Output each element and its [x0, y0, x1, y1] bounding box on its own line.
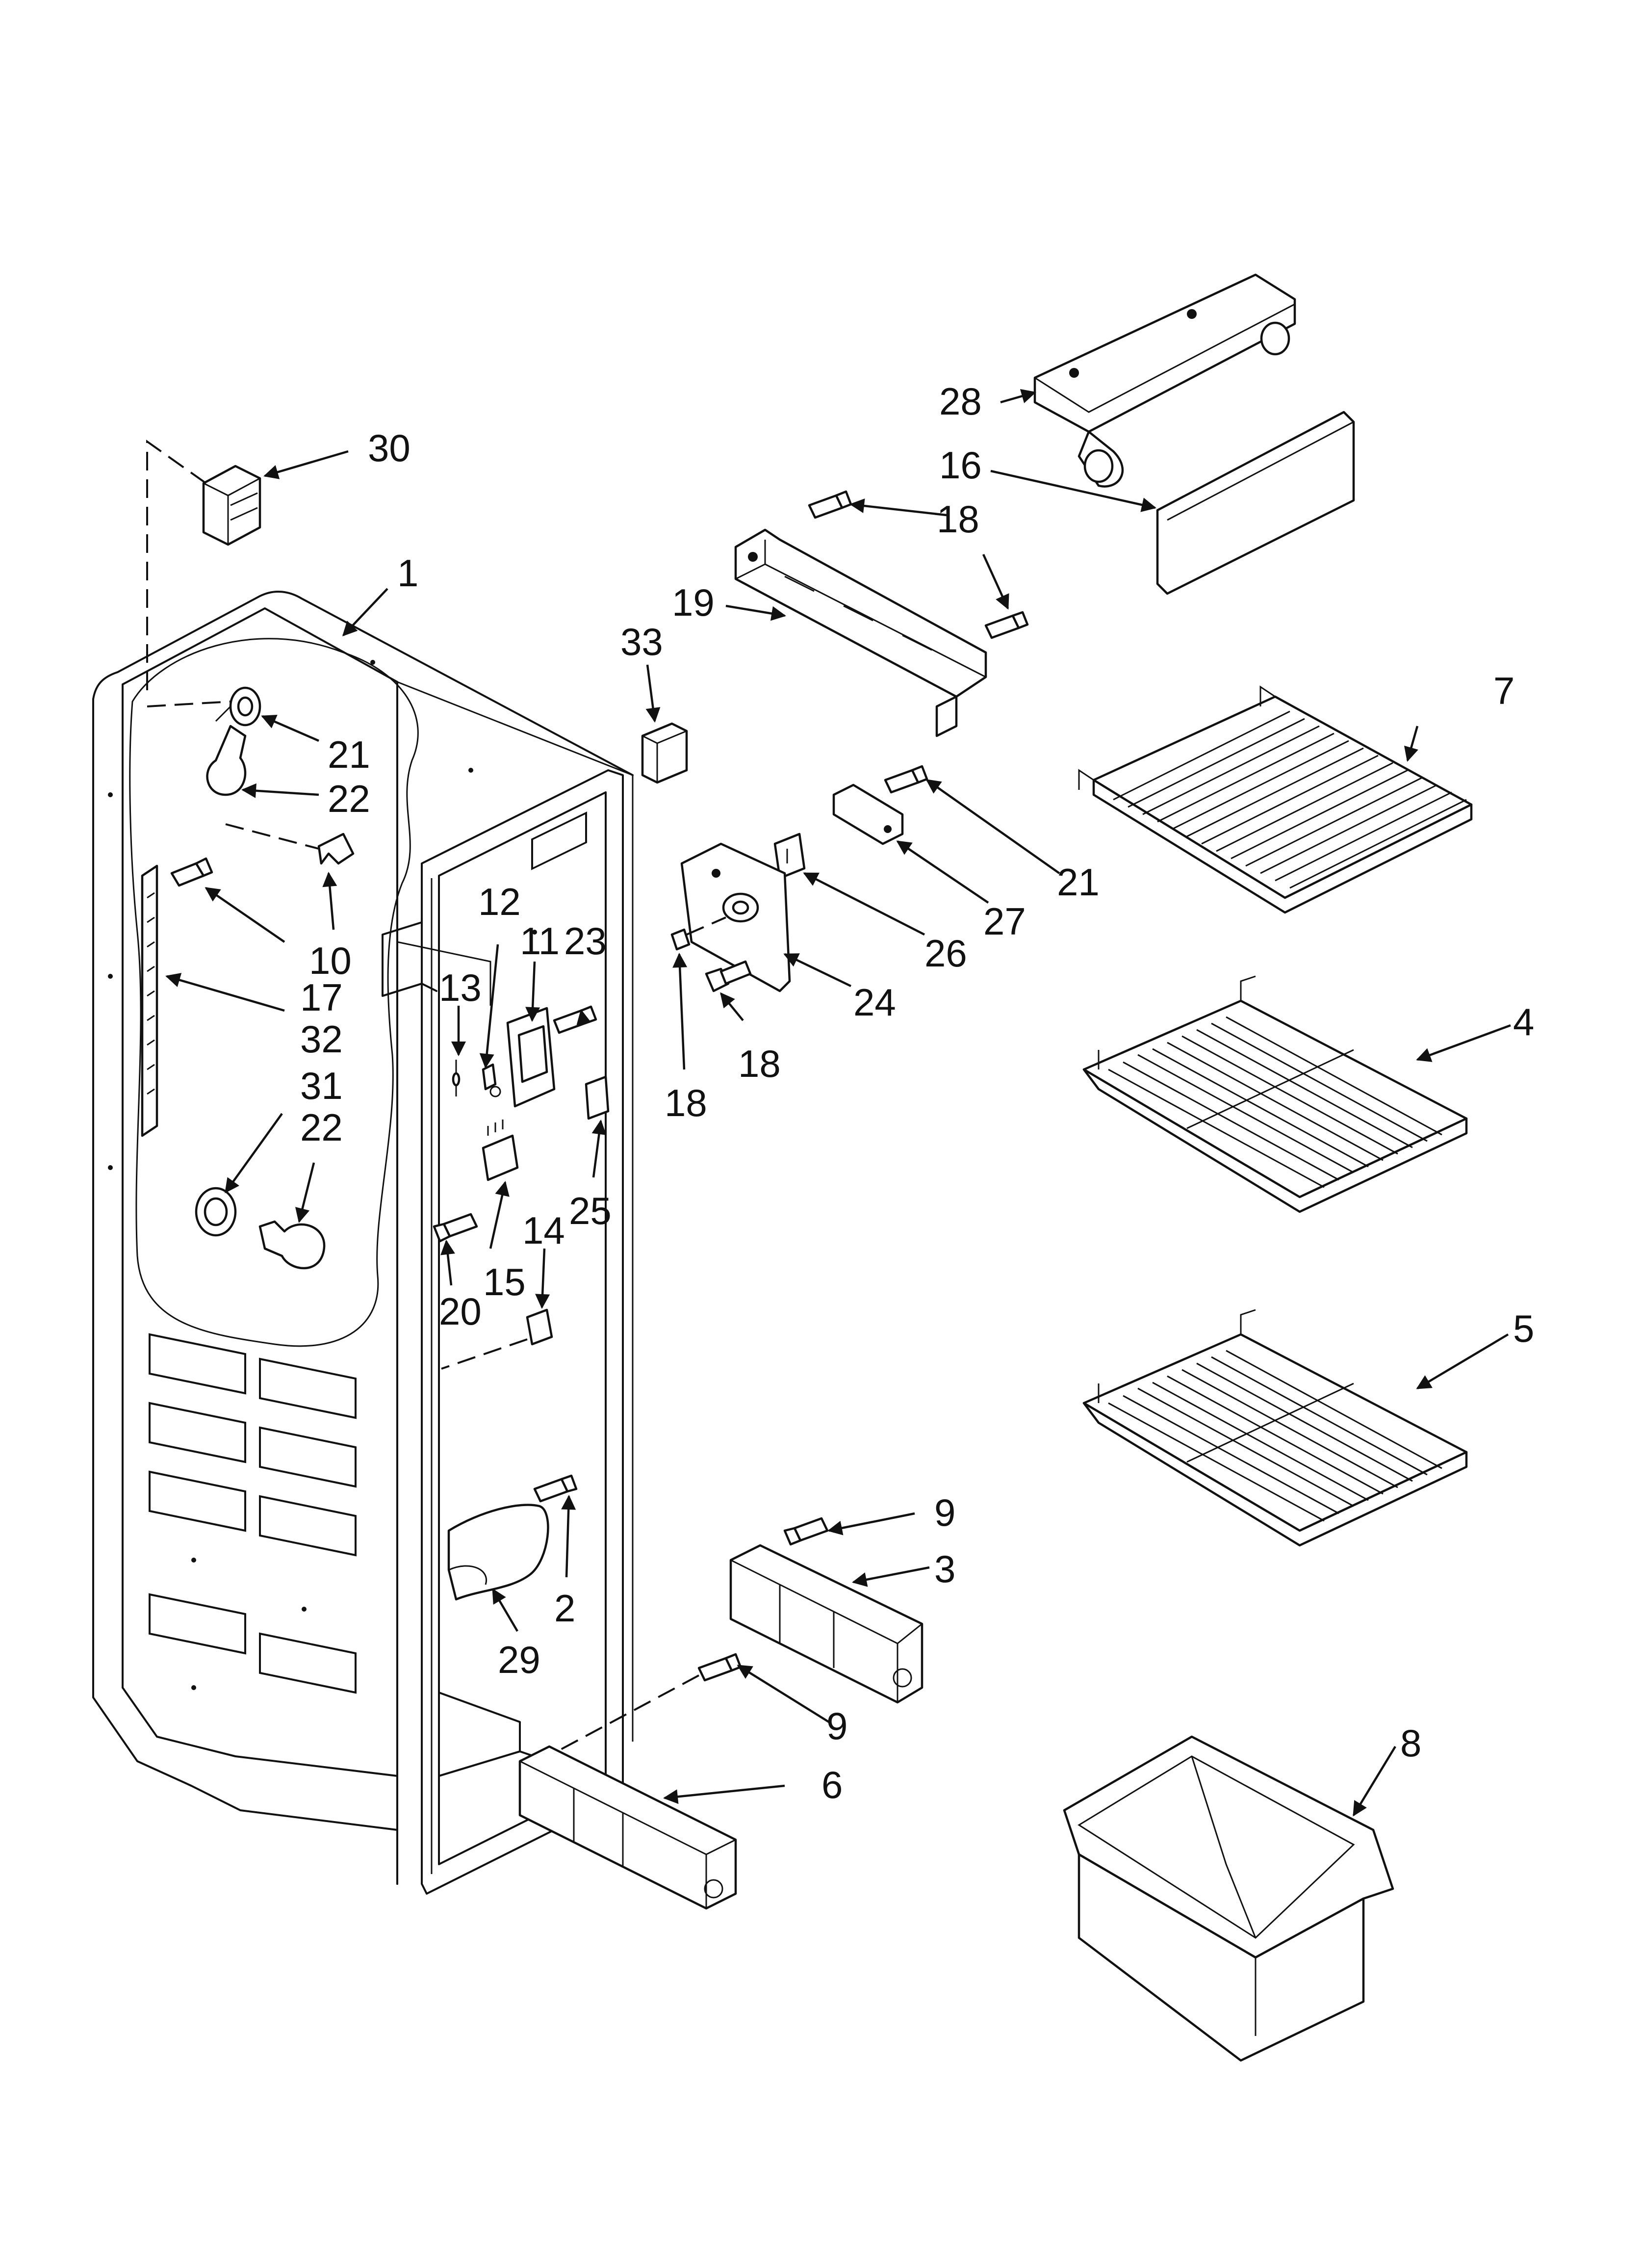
part-7-shelf	[1078, 685, 1473, 914]
part-9-dash	[529, 1674, 699, 1767]
callout-9-upper: 9	[934, 1491, 955, 1534]
part-18-screw-right	[984, 611, 1029, 639]
part-10-clip	[317, 833, 355, 865]
callout-21-lower: 22	[300, 1106, 343, 1149]
part-15-board	[482, 1120, 519, 1181]
callout-10: 10	[309, 939, 352, 982]
callout-11: 11	[520, 919, 560, 963]
callout-19-right: 21	[1057, 860, 1100, 904]
part-9-screw-upper	[783, 1517, 829, 1546]
callout-14: 14	[522, 1209, 565, 1252]
callout-24: 24	[853, 981, 896, 1024]
callout-2: 2	[554, 1587, 575, 1630]
part-9-screw-lower	[697, 1653, 742, 1682]
callout-16: 16	[939, 443, 982, 487]
callout-22-right: 18	[738, 1042, 781, 1085]
callout-18-left: 17	[300, 976, 343, 1019]
part-20-socket	[215, 686, 261, 727]
part-20-dash	[147, 701, 231, 707]
leader-lines	[165, 389, 1511, 1817]
part-27-spacer	[670, 928, 691, 951]
part-32-rail	[141, 864, 158, 1137]
part-27-dash	[686, 916, 726, 936]
callout-12: 12	[478, 880, 521, 923]
part-18-screw-upper	[808, 490, 852, 519]
part-13-pin	[452, 1060, 461, 1096]
part-21-bulb-upper	[206, 725, 247, 796]
part-17-housing	[734, 528, 987, 737]
part-30-hinge	[1033, 273, 1296, 488]
part-28-dash-line	[146, 440, 207, 697]
callout-30: 28	[939, 380, 982, 423]
callout-32: 32	[300, 1017, 343, 1061]
callout-31: 31	[300, 1064, 343, 1107]
part-11-housing	[506, 1007, 556, 1108]
part-24-housing	[680, 842, 791, 992]
callout-21-upper: 22	[328, 777, 370, 820]
part-14-dash	[441, 1338, 528, 1370]
part-22-screw-right	[705, 960, 752, 992]
callout-33: 33	[620, 620, 663, 663]
part-23-bracket	[585, 1075, 610, 1120]
part-5-shelf	[1082, 1309, 1468, 1547]
callout-27: 18	[665, 1081, 707, 1124]
callout-20: 21	[328, 733, 370, 776]
part-28-bracket	[202, 465, 261, 546]
callout-4: 4	[1513, 1000, 1534, 1043]
part-22-screw-center	[553, 1005, 597, 1034]
callout-28: 30	[368, 426, 410, 469]
part-33-clip	[641, 722, 688, 784]
part-14-switch	[526, 1308, 553, 1346]
part-26-board	[832, 783, 904, 845]
callout-7: 7	[1493, 669, 1514, 712]
callout-25: 26	[924, 932, 967, 975]
callout-29: 29	[498, 1638, 540, 1681]
callout-13: 13	[439, 966, 482, 1009]
part-25-bracket	[773, 833, 806, 880]
part-21-bulb-lower	[258, 1220, 326, 1270]
part-12-spring	[482, 1063, 501, 1097]
callout-9-lower: 9	[826, 1704, 847, 1747]
part-3-bracket	[729, 1544, 924, 1704]
callout-6: 6	[821, 1763, 843, 1806]
callout-labels: 30 1 21 22 10 17 32 31 22 13 12 11 23 25…	[300, 380, 1534, 1806]
cabinet-liner	[92, 590, 634, 1895]
part-31-socket	[195, 1187, 237, 1237]
part-19-screw-right	[884, 765, 928, 794]
part-18-screw-left	[170, 857, 213, 887]
part-8-bin	[1063, 1735, 1394, 2062]
callout-15: 15	[483, 1260, 526, 1303]
callout-5: 5	[1513, 1307, 1534, 1350]
callout-17: 19	[672, 581, 715, 624]
callout-26: 27	[983, 900, 1026, 943]
callout-1: 1	[397, 551, 418, 595]
part-10-dash	[225, 823, 319, 850]
part-4-shelf	[1082, 975, 1468, 1213]
callout-23: 25	[569, 1189, 612, 1232]
part-2-screw	[533, 1474, 578, 1503]
part-29-cover	[447, 1504, 549, 1601]
part-6-bracket	[518, 1745, 737, 1910]
callout-18-upper: 18	[937, 497, 979, 541]
callout-3: 3	[934, 1547, 955, 1590]
callout-8: 8	[1400, 1721, 1421, 1765]
callout-19-center: 20	[439, 1290, 482, 1333]
callout-22-center: 23	[564, 919, 607, 963]
part-19-screw-center	[433, 1213, 478, 1243]
part-16-cover	[1156, 411, 1355, 595]
